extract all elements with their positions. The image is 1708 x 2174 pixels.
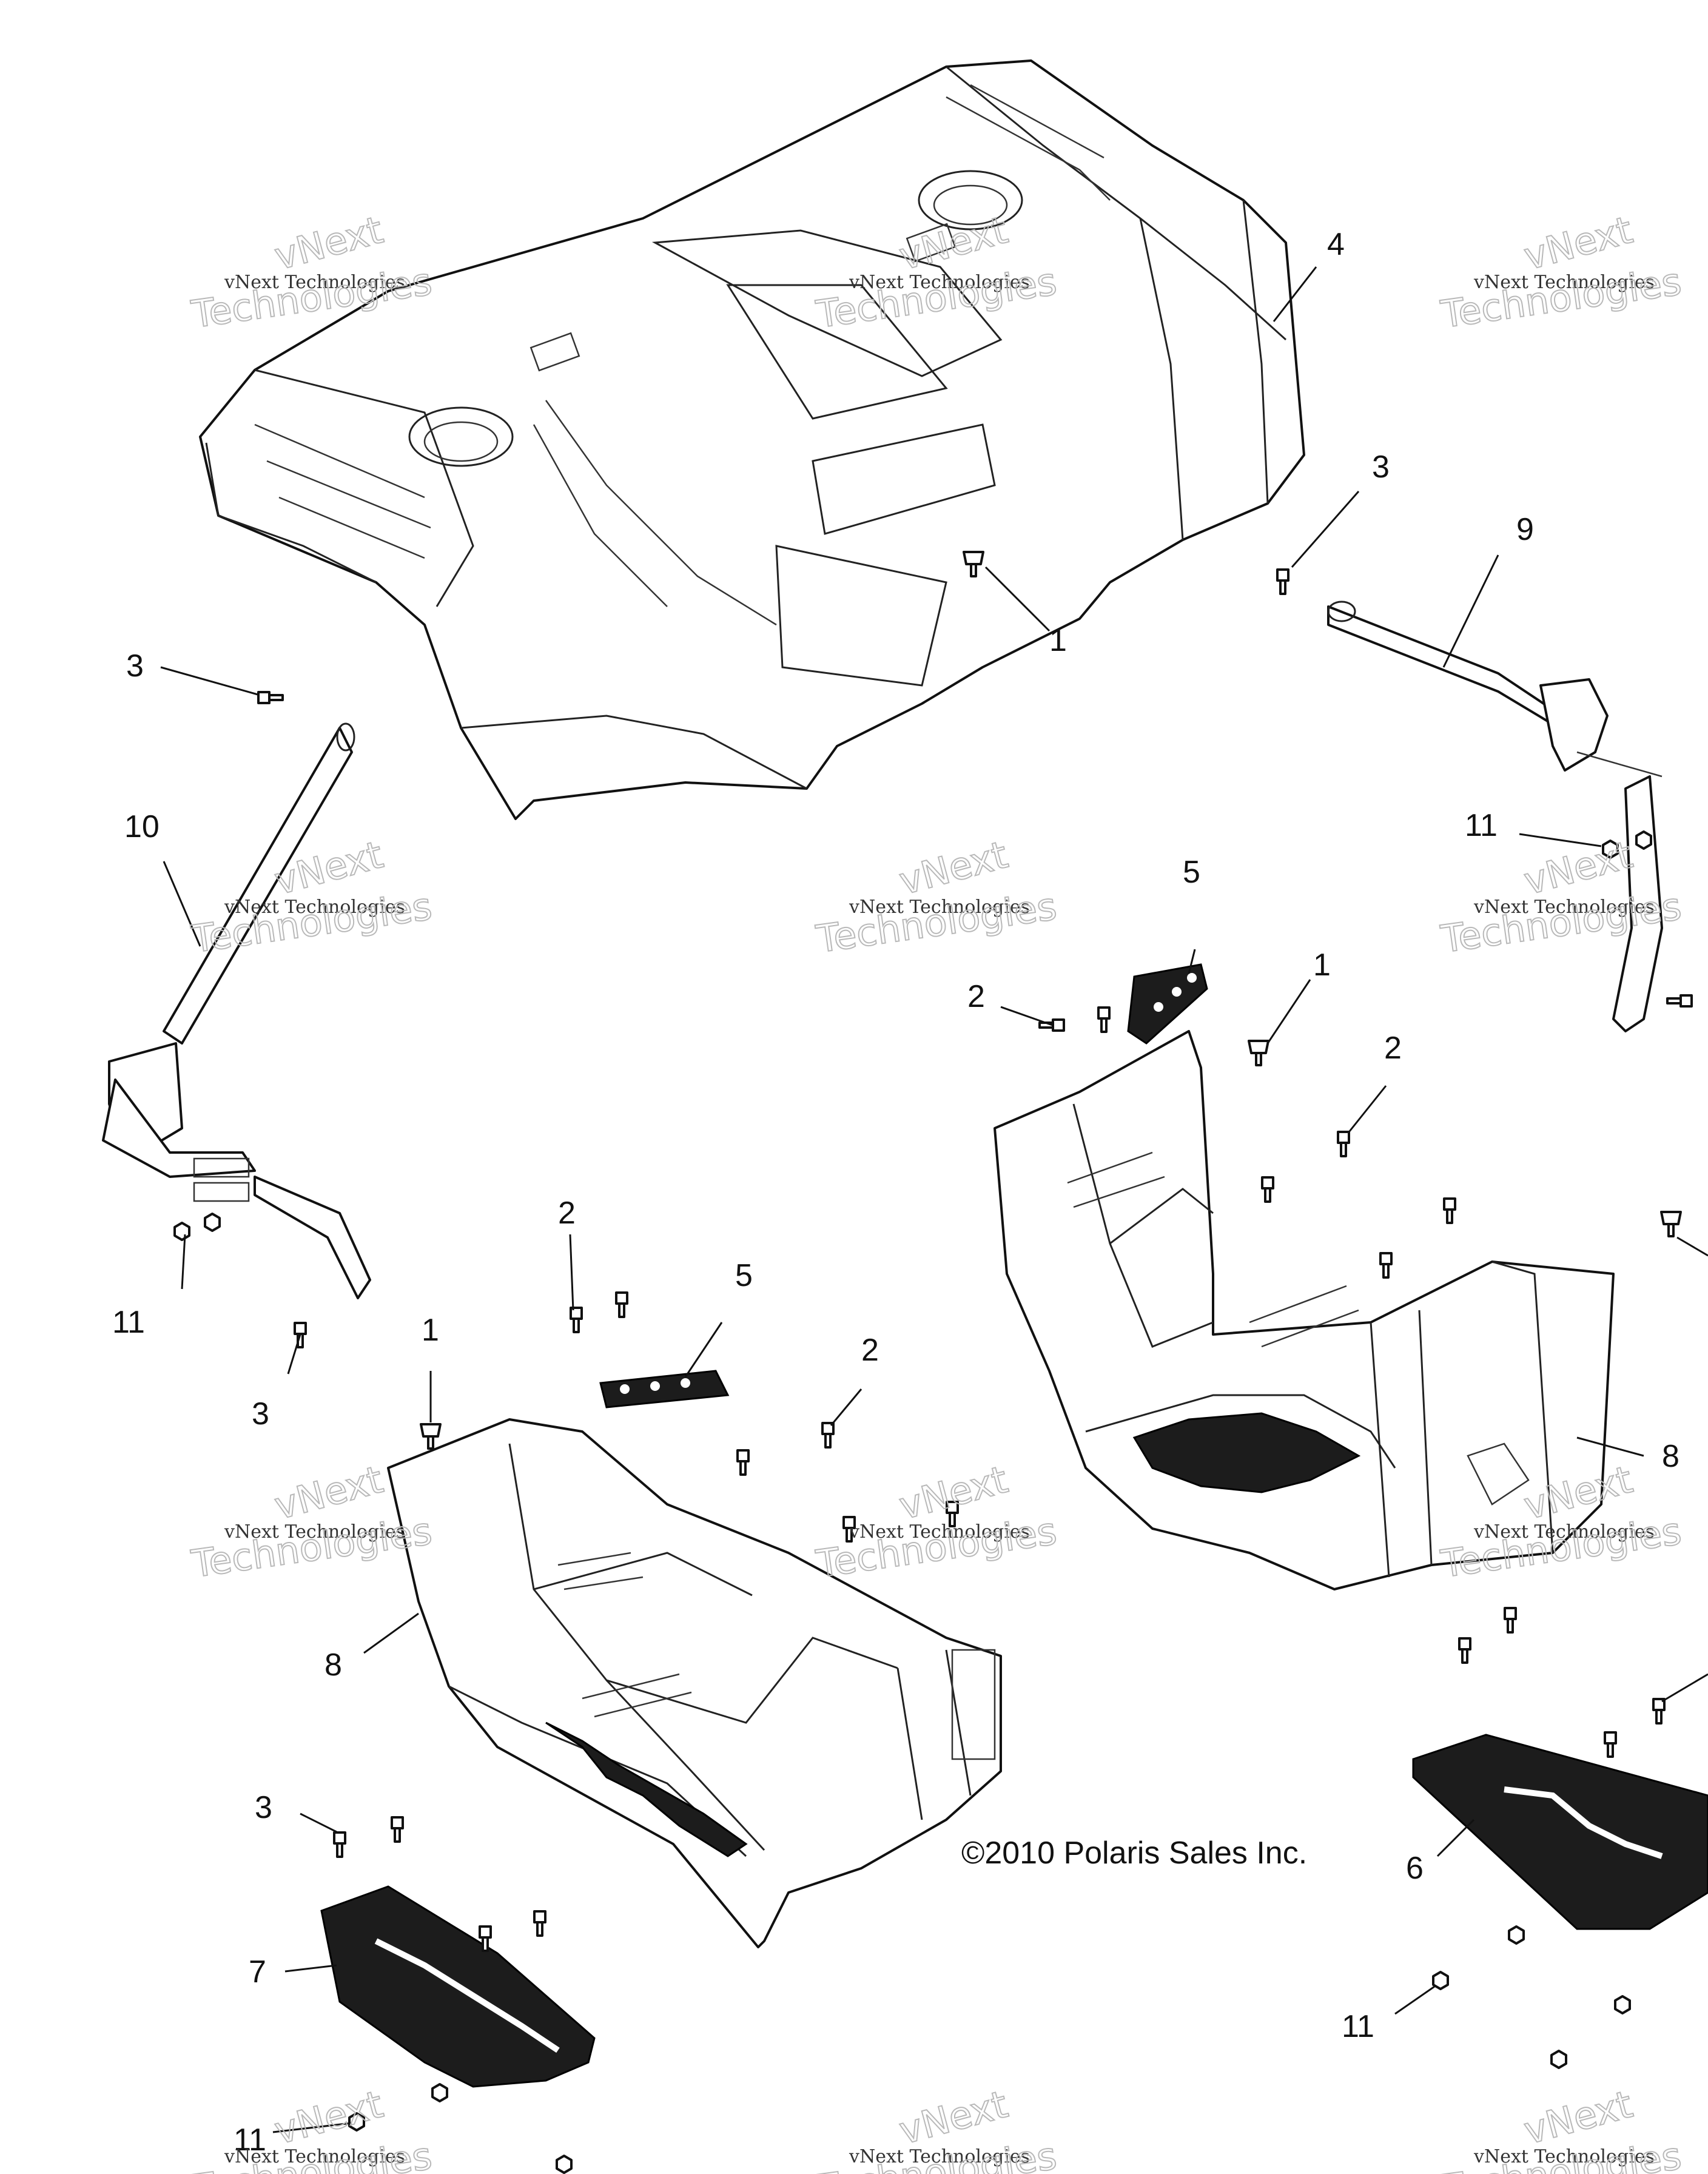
- callout-5: 5: [735, 1258, 753, 1293]
- watermark: vNext vNext Technologies Technologies: [188, 832, 435, 962]
- foot-tread-7: [320, 1885, 596, 2088]
- callout-2: 2: [967, 979, 985, 1014]
- bolt: [1652, 1698, 1666, 1725]
- bolt: [1097, 1006, 1111, 1033]
- svg-text:vNext Technologies: vNext Technologies: [1473, 897, 1655, 918]
- svg-text:Technologies: Technologies: [1438, 259, 1684, 337]
- foot-pad-5-upper: [1127, 963, 1208, 1045]
- bolt: [391, 1816, 404, 1843]
- callout-11: 11: [1342, 2009, 1374, 2044]
- bolt: [821, 1422, 835, 1449]
- svg-text:vNext Technologies: vNext Technologies: [1473, 272, 1655, 293]
- callout-8: 8: [1662, 1439, 1679, 1474]
- bolt: [1261, 1176, 1274, 1203]
- callout-3: 3: [252, 1396, 269, 1432]
- callout-11: 11: [1465, 808, 1498, 843]
- watermark: vNext vNext Technologies Technologies: [1437, 207, 1685, 337]
- callout-5: 5: [1183, 855, 1200, 890]
- callout-2: 2: [1384, 1031, 1402, 1066]
- bolt: [1504, 1607, 1517, 1634]
- nut: [173, 1222, 190, 1241]
- callout-1: 1: [422, 1313, 439, 1348]
- bolt: [1443, 1197, 1456, 1224]
- bolt: [1666, 994, 1693, 1008]
- callout-11: 11: [112, 1305, 145, 1340]
- nut: [1432, 1971, 1449, 1990]
- nut: [556, 2155, 573, 2174]
- callout-9: 9: [1516, 512, 1534, 547]
- nut: [1602, 840, 1619, 859]
- leader-lines: [160, 266, 1708, 2133]
- svg-text:vNext Technologies: vNext Technologies: [849, 2146, 1030, 2167]
- callout-4: 4: [1327, 227, 1345, 262]
- svg-text:Technologies: Technologies: [813, 884, 1060, 961]
- nut: [348, 2112, 365, 2132]
- bolt: [1458, 1637, 1471, 1664]
- bolt: [257, 691, 284, 704]
- callout-2: 2: [861, 1333, 879, 1368]
- callout-3: 3: [1372, 449, 1390, 485]
- callout-3: 3: [126, 648, 144, 684]
- svg-text:vNext Technologies: vNext Technologies: [849, 1521, 1030, 1543]
- callout-10: 10: [124, 809, 160, 844]
- bolt: [1379, 1252, 1393, 1279]
- fasteners: [173, 551, 1693, 2174]
- watermark: vNext vNext Technologies Technologies: [813, 832, 1060, 962]
- push-rivet: [1660, 1211, 1682, 1237]
- bolt: [736, 1449, 750, 1476]
- nut: [1635, 830, 1652, 850]
- push-rivet: [420, 1423, 442, 1450]
- svg-text:vNext Technologies: vNext Technologies: [224, 897, 405, 918]
- bolt: [333, 1831, 346, 1858]
- callout-3: 3: [255, 1790, 272, 1825]
- callout-8: 8: [324, 1647, 342, 1683]
- svg-text:vNext Technologies: vNext Technologies: [224, 272, 405, 293]
- callout-1: 1: [1313, 947, 1331, 983]
- bolt: [1337, 1131, 1350, 1157]
- svg-text:vNext Technologies: vNext Technologies: [224, 2146, 405, 2167]
- watermark: vNext vNext Technologies Technologies: [813, 2081, 1060, 2174]
- nut: [1508, 1925, 1525, 1945]
- grab-bar-left: [102, 722, 371, 1299]
- callout-1: 1: [1049, 623, 1067, 658]
- push-rivet: [963, 551, 984, 577]
- callout-labels: 4 3 9 1 3 10 11 5 1 2 2 2 5 11 1 2 3 8 8…: [112, 227, 1679, 2158]
- bolt: [294, 1322, 307, 1348]
- callout-6: 6: [1406, 1851, 1424, 1886]
- push-rivet: [1248, 1040, 1269, 1066]
- callout-2: 2: [558, 1196, 576, 1231]
- bolt: [842, 1516, 856, 1543]
- svg-text:Technologies: Technologies: [189, 1509, 435, 1586]
- svg-text:Technologies: Technologies: [189, 884, 435, 961]
- bolt: [570, 1307, 583, 1333]
- bolt: [533, 1910, 546, 1937]
- callout-7: 7: [249, 1954, 266, 1990]
- foot-pad-5-lower: [599, 1370, 730, 1408]
- bolt: [1604, 1731, 1617, 1758]
- copyright-notice: ©2010 Polaris Sales Inc.: [961, 1836, 1307, 1871]
- footwell-right: [994, 1030, 1615, 1590]
- svg-text:vNext Technologies: vNext Technologies: [224, 1521, 405, 1543]
- bolt: [946, 1501, 959, 1527]
- svg-text:vNext Technologies: vNext Technologies: [849, 897, 1030, 918]
- nut: [1550, 2050, 1567, 2069]
- nut: [204, 1213, 221, 1232]
- rear-fender-rack: [199, 59, 1305, 820]
- svg-text:vNext Technologies: vNext Technologies: [1473, 1521, 1655, 1543]
- callout-11: 11: [234, 2122, 266, 2158]
- svg-text:vNext Technologies: vNext Technologies: [1473, 2146, 1655, 2167]
- watermark: vNext vNext Technologies Technologies: [813, 1456, 1060, 1587]
- bolt: [1276, 568, 1289, 595]
- bolt: [615, 1291, 628, 1318]
- watermark: vNext vNext Technologies Technologies: [1437, 2081, 1685, 2174]
- nut: [1614, 1995, 1631, 2014]
- bolt: [479, 1925, 492, 1952]
- footwell-left: [387, 1418, 1002, 1948]
- nut: [431, 2083, 448, 2102]
- svg-text:vNext Technologies: vNext Technologies: [849, 272, 1030, 293]
- foot-tread-6: [1412, 1734, 1708, 1930]
- watermark: vNext vNext Technologies Technologies: [188, 2081, 435, 2174]
